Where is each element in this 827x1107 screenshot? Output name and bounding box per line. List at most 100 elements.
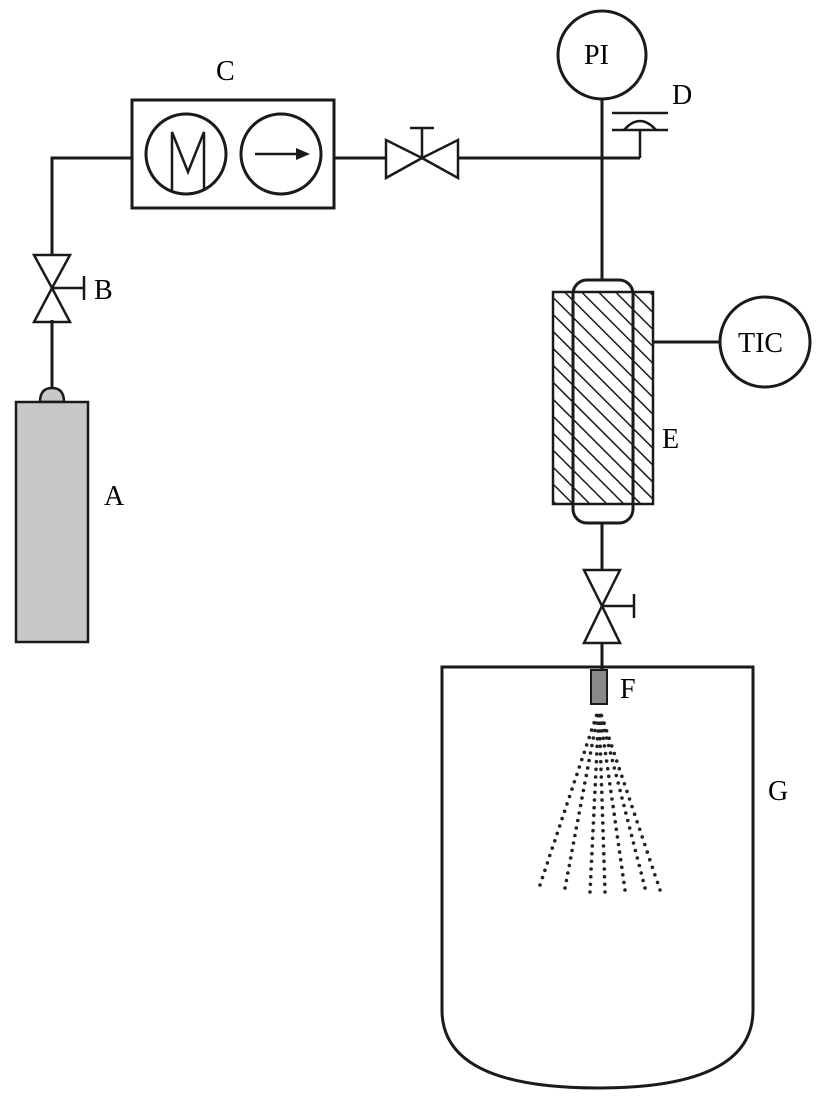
spray-droplet (640, 835, 644, 839)
spray-droplet (650, 865, 655, 870)
valve-horizontal (384, 126, 460, 181)
spray-droplet (555, 831, 559, 836)
spray-droplet (593, 782, 598, 787)
valve-lower (581, 568, 636, 645)
reactor-heater (551, 278, 655, 525)
relief-valve-d (612, 111, 668, 158)
spray-droplet (600, 790, 604, 795)
spray-droplet (578, 803, 583, 808)
spray-droplet (573, 833, 577, 838)
spray-droplet (601, 844, 606, 848)
spray-droplet (588, 751, 593, 755)
spray-droplet (624, 811, 628, 815)
label-a: A (104, 481, 125, 512)
spray-droplet (637, 827, 642, 832)
label-b: B (94, 275, 113, 306)
spray-droplet (610, 797, 614, 801)
spray-droplet (603, 751, 608, 756)
spray-droplet (645, 850, 650, 854)
spray-droplet (602, 721, 606, 725)
spray-droplet (580, 757, 584, 762)
spray-droplet (602, 859, 606, 864)
spray-droplet (623, 888, 627, 892)
spray-droplet (620, 796, 624, 800)
spray-droplet (608, 782, 612, 786)
spray-droplet (589, 859, 594, 864)
spray-droplet (562, 809, 567, 814)
spray-droplet (598, 736, 602, 741)
spray-droplet (602, 874, 607, 879)
spray-droplet (626, 818, 630, 823)
spray-droplet (567, 863, 572, 868)
spray-droplet (618, 788, 622, 793)
spray-droplet (593, 728, 597, 733)
spray-droplet (618, 857, 623, 862)
spray-droplet (543, 868, 547, 873)
spray-droplet (610, 758, 615, 763)
spray-droplet (594, 767, 598, 772)
spray-droplet (611, 804, 615, 809)
spray-droplet (605, 766, 610, 771)
spray-droplet (575, 772, 579, 777)
valve-b (31, 253, 86, 324)
spray-droplet (566, 871, 570, 875)
spray-droplet (635, 856, 640, 860)
spray-droplet (584, 743, 589, 747)
spray-droplet (622, 782, 627, 786)
spray-droplet (588, 890, 592, 894)
spray-droplet (604, 759, 609, 763)
spray-droplet (560, 816, 564, 821)
spray-droplet (643, 842, 647, 847)
spray-droplet (577, 765, 582, 769)
spray-droplet (582, 750, 587, 755)
spray-droplet (617, 850, 622, 854)
spray-droplet (616, 842, 621, 847)
spray-droplet (599, 782, 604, 787)
spray-droplet (658, 888, 662, 892)
spray-droplet (637, 863, 642, 868)
spray-droplet (648, 857, 652, 862)
spray-droplet (548, 853, 552, 858)
spray-droplet (620, 865, 624, 870)
spray-droplet (576, 818, 580, 823)
spray-droplet (621, 873, 625, 877)
spray-droplet (590, 844, 595, 848)
spray-droplet (632, 812, 637, 816)
spray-droplet (593, 775, 598, 779)
spray-droplet (553, 839, 557, 843)
spray-droplet (587, 758, 591, 763)
spray-droplet (641, 878, 645, 883)
spray-droplet (615, 759, 619, 763)
spray-droplet (603, 882, 607, 887)
spray-droplet (599, 713, 604, 718)
spray-droplet (609, 744, 614, 748)
spray-droplet (602, 867, 607, 871)
spray-droplet (601, 821, 605, 825)
spray-droplet (601, 836, 606, 841)
spray-droplet (653, 873, 657, 877)
spray-droplet (599, 759, 603, 764)
gas-cylinder (14, 386, 90, 644)
spray-droplet (601, 828, 605, 833)
label-tic: TIC (738, 328, 783, 359)
spray-droplet (604, 729, 609, 733)
spray-droplet (616, 781, 620, 785)
spray-droplet (577, 811, 581, 815)
spray-droplet (594, 759, 599, 764)
spray-droplet (593, 790, 597, 795)
spray-droplet (567, 794, 572, 799)
spray-droplet (599, 775, 604, 779)
spray-droplet (598, 752, 603, 756)
spray-droplet (589, 867, 593, 871)
spray-droplet (595, 752, 599, 756)
spray-droplet (607, 774, 611, 779)
spray-droplet (595, 736, 600, 741)
pipe-cylinder-to-controller (50, 156, 132, 388)
spray-droplet (590, 743, 594, 748)
spray-droplet (607, 736, 611, 741)
spray-droplet (606, 743, 611, 748)
spray-droplet (592, 805, 596, 810)
spray-droplet (639, 871, 643, 875)
spray-droplet (600, 805, 605, 810)
spray-droplet (557, 824, 562, 828)
